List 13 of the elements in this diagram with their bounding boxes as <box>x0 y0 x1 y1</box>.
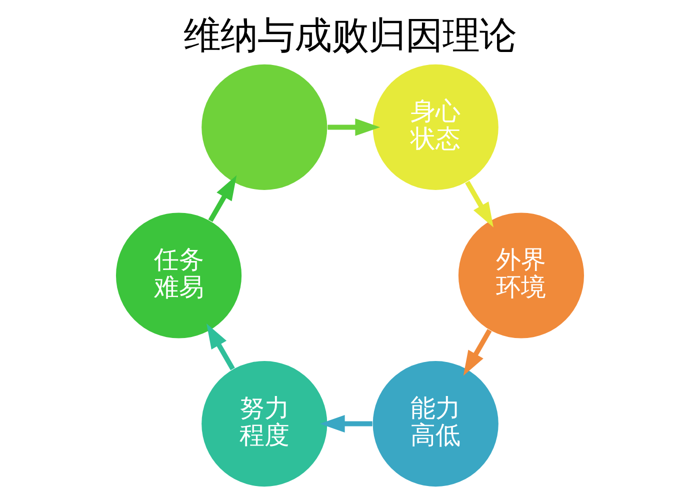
arrow <box>328 118 380 136</box>
node-circle: 努力程度 <box>202 360 328 487</box>
node-circle: 身心状态 <box>372 64 498 190</box>
arrow <box>320 415 372 432</box>
arrow <box>208 175 237 222</box>
diagram-title: 维纳与成败归因理论 <box>184 13 516 58</box>
node-circle <box>202 64 328 190</box>
node-circle: 任务难易 <box>116 212 242 338</box>
arrow <box>463 329 492 376</box>
node-circle: 能力高低 <box>372 360 498 487</box>
arrow <box>465 180 494 228</box>
arrow <box>206 324 235 370</box>
node-circle: 外界环境 <box>458 212 584 338</box>
